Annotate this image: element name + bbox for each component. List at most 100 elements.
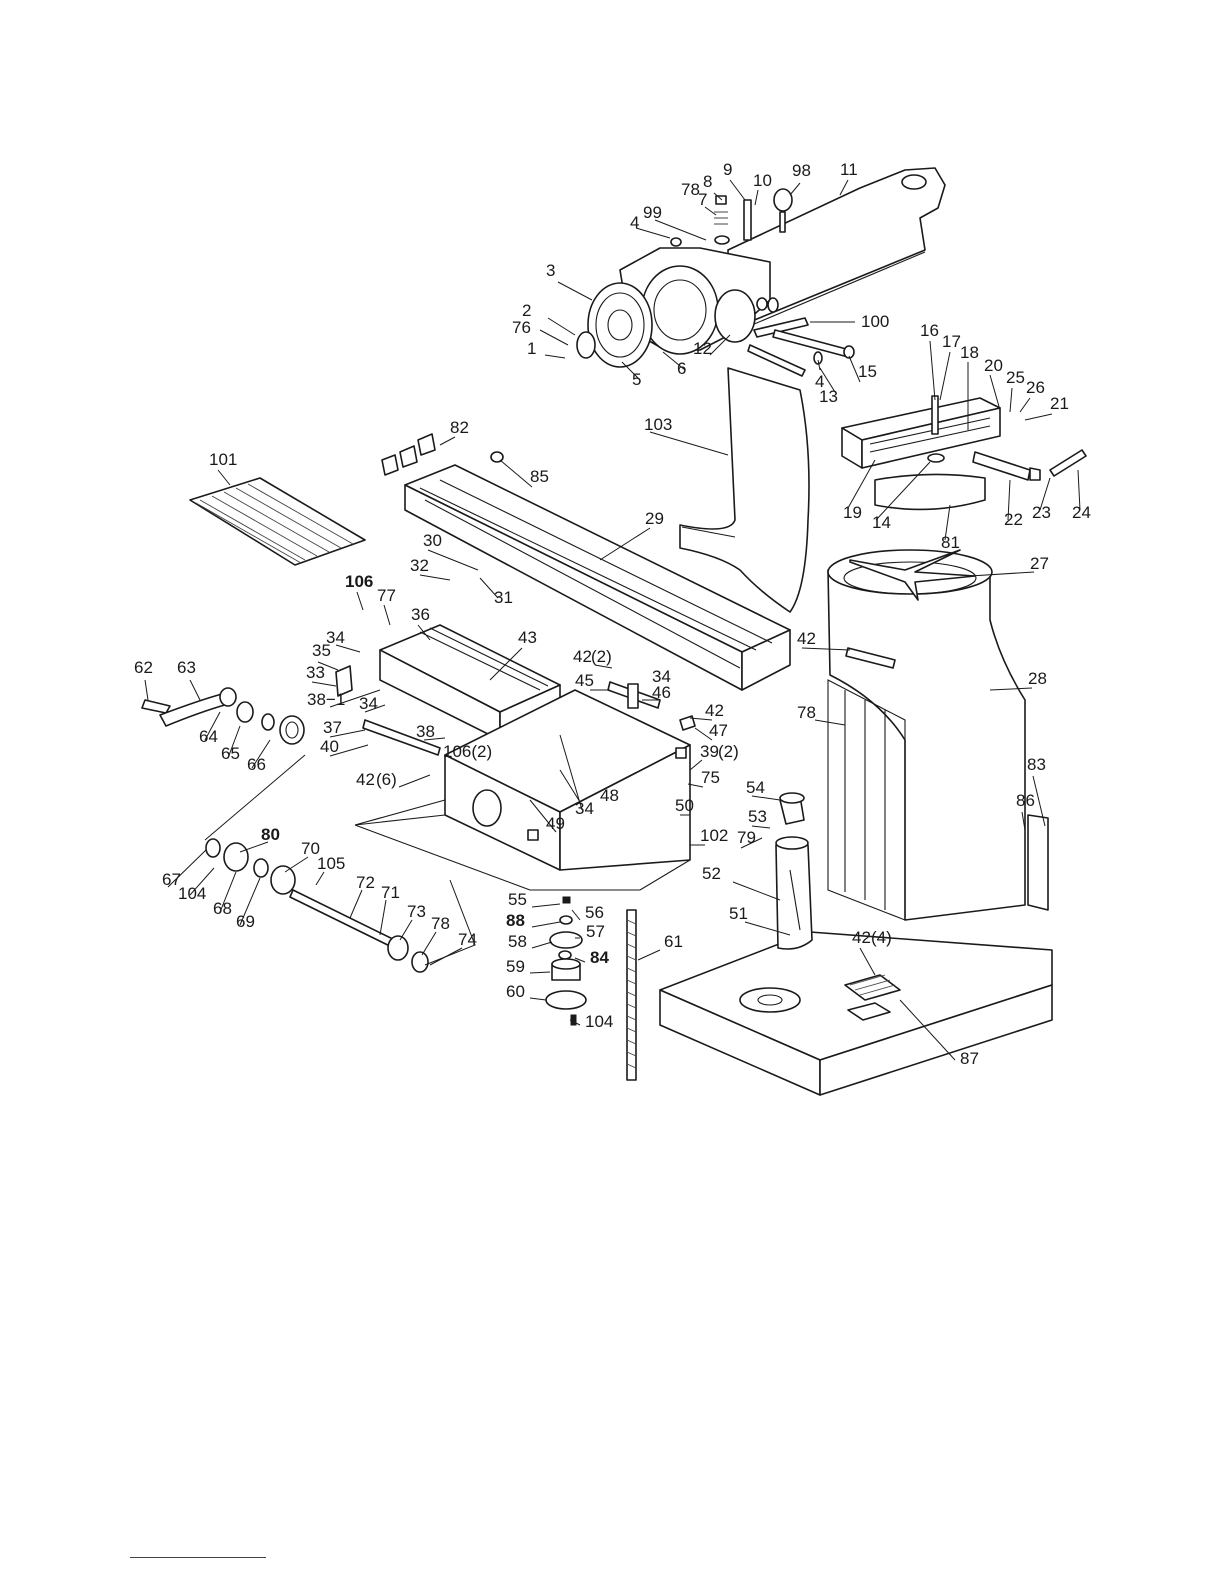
side-cover <box>1027 814 1049 911</box>
callout-c19: 19 <box>843 503 862 522</box>
way-cover-bellows <box>679 367 810 613</box>
callout-c46: 46 <box>652 683 671 702</box>
callout-c70: 70 <box>301 839 320 858</box>
callout-c56: 56 <box>585 903 604 922</box>
callout-c66: 66 <box>247 755 266 774</box>
callout-c80: 80 <box>261 825 280 844</box>
base <box>659 931 1053 1096</box>
callout-c3: 3 <box>546 261 555 280</box>
callout-c27: 27 <box>1030 554 1049 573</box>
callout-c72: 72 <box>356 873 375 892</box>
callout-c73: 73 <box>407 902 426 921</box>
callout-c42b: 42 <box>705 701 724 720</box>
callout-c34b: 34 <box>359 694 378 713</box>
callout-c58: 58 <box>508 932 527 951</box>
callout-c45: 45 <box>575 671 594 690</box>
elevating-screw <box>626 909 637 1081</box>
chip-guard-grid <box>189 477 366 566</box>
swivel-table <box>841 395 1087 511</box>
callout-c51: 51 <box>729 904 748 923</box>
callout-c104a: 104 <box>178 884 206 903</box>
callout-c4a: 4 <box>630 213 639 232</box>
callout-c42e: 42 <box>852 928 871 947</box>
callout-c84: 84 <box>590 948 609 967</box>
callout-c7: 7 <box>698 190 707 209</box>
callout-c42cq: (6) <box>376 770 397 789</box>
callout-c25: 25 <box>1006 368 1025 387</box>
callout-c59: 59 <box>506 957 525 976</box>
callout-c81: 81 <box>941 533 960 552</box>
top-screws <box>670 188 793 247</box>
callout-c2: 2 <box>522 301 531 320</box>
bevel-gear-stack <box>545 896 587 1026</box>
callout-c87: 87 <box>960 1049 979 1068</box>
callout-c32: 32 <box>410 556 429 575</box>
callout-c38b: 38 <box>416 722 435 741</box>
callout-c57: 57 <box>586 922 605 941</box>
callout-c71: 71 <box>381 883 400 902</box>
callout-c64: 64 <box>199 727 218 746</box>
callout-c74: 74 <box>458 930 477 949</box>
callout-c102: 102 <box>700 826 728 845</box>
callout-c33: 33 <box>306 663 325 682</box>
callout-c11: 11 <box>840 160 858 179</box>
callout-c24: 24 <box>1072 503 1091 522</box>
leader-lines <box>144 179 1081 1061</box>
knee-pedestal <box>775 792 813 950</box>
callout-c10: 10 <box>753 171 772 190</box>
callout-c39q: (2) <box>718 742 739 761</box>
callout-c42a: 42 <box>573 647 592 666</box>
callout-c77: 77 <box>377 586 396 605</box>
callout-c17: 17 <box>942 332 961 351</box>
callout-c69: 69 <box>236 912 255 931</box>
column <box>827 549 1026 921</box>
callout-c42aq: (2) <box>591 647 612 666</box>
crank-handle <box>141 687 305 745</box>
callout-c23: 23 <box>1032 503 1051 522</box>
callout-c60: 60 <box>506 982 525 1001</box>
callout-c42d: 42 <box>797 629 816 648</box>
callout-c49: 49 <box>546 814 565 833</box>
callout-c34d: 34 <box>575 799 594 818</box>
callout-c67: 67 <box>162 870 181 889</box>
callout-c18: 18 <box>960 343 979 362</box>
callout-c29: 29 <box>645 509 664 528</box>
callout-c31: 31 <box>494 588 513 607</box>
ram-arm <box>727 167 946 331</box>
callout-c14: 14 <box>872 513 891 532</box>
front-dial-plate <box>576 282 653 368</box>
callout-c21: 21 <box>1050 394 1069 413</box>
callout-c88: 88 <box>506 911 525 930</box>
callout-c16: 16 <box>920 321 939 340</box>
callout-c99: 99 <box>643 203 662 222</box>
gib-strips <box>335 665 696 756</box>
callout-c86: 86 <box>1016 791 1035 810</box>
callout-c42eq: (4) <box>871 928 892 947</box>
callout-c98: 98 <box>792 161 811 180</box>
callout-c62: 62 <box>134 658 153 677</box>
callout-c78b: 78 <box>797 703 816 722</box>
callout-c103: 103 <box>644 415 672 434</box>
footer-rule <box>130 1557 266 1558</box>
callout-c85: 85 <box>530 467 549 486</box>
callout-c4b: 4 <box>815 372 824 391</box>
knee <box>354 689 691 891</box>
callout-c63: 63 <box>177 658 196 677</box>
callout-c20: 20 <box>984 356 1003 375</box>
callout-c79: 79 <box>737 828 756 847</box>
callout-c104b: 104 <box>585 1012 613 1031</box>
callout-c48: 48 <box>600 786 619 805</box>
callout-c40: 40 <box>320 737 339 756</box>
callout-c5: 5 <box>632 370 641 389</box>
callout-c43: 43 <box>518 628 537 647</box>
head-housing <box>619 247 771 355</box>
callout-c83: 83 <box>1027 755 1046 774</box>
callout-c106a: 106 <box>345 572 373 591</box>
callout-c53: 53 <box>748 807 767 826</box>
callout-c38a: 38−1 <box>307 690 345 709</box>
callout-c68: 68 <box>213 899 232 918</box>
callout-c15: 15 <box>858 362 877 381</box>
callout-c28: 28 <box>1028 669 1047 688</box>
